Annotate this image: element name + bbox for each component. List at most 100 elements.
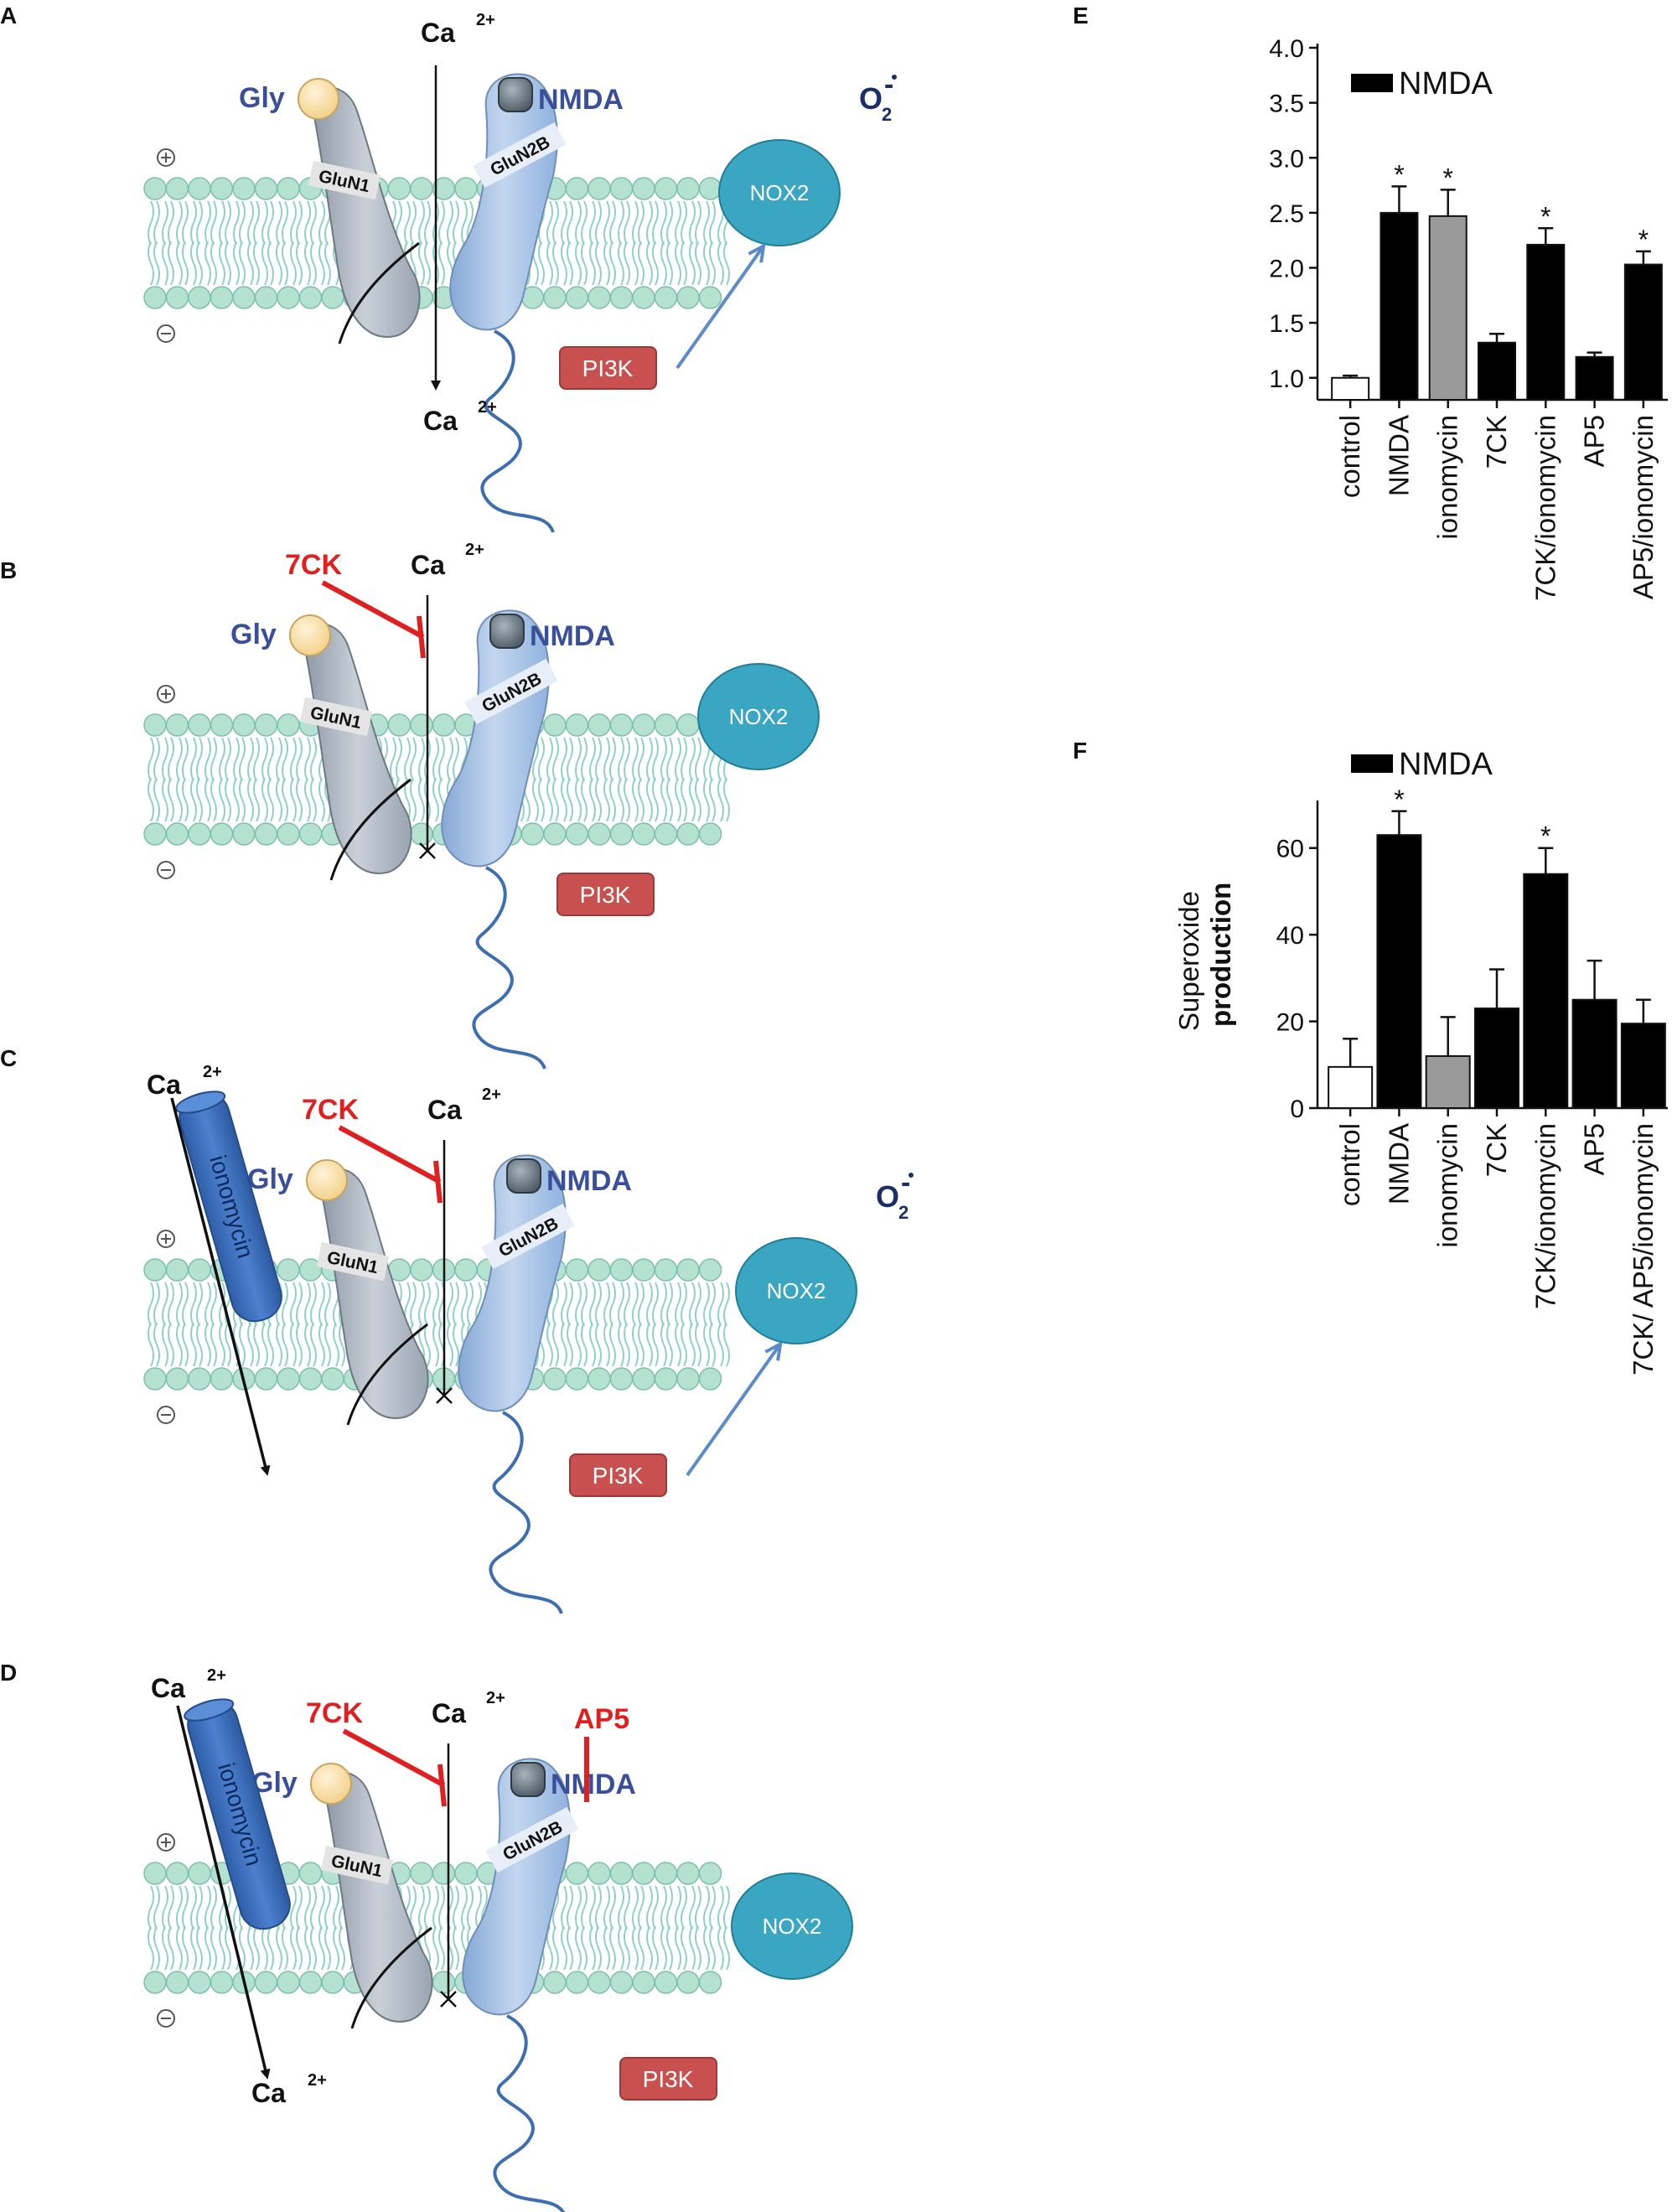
- y-tick-label: 60: [1276, 836, 1304, 863]
- legend-swatch: [1351, 74, 1393, 92]
- y-tick-label: 20: [1276, 1009, 1304, 1037]
- pi3k-label: PI3K: [593, 1463, 644, 1489]
- significance-star: *: [1442, 163, 1452, 193]
- 7ck-inhibition-bar: [433, 1160, 443, 1204]
- category-label: control: [1334, 415, 1365, 498]
- pi3k-label: PI3K: [582, 355, 634, 381]
- panel-label-F: F: [1073, 738, 1087, 764]
- glun1-subunit: GluN1: [299, 623, 412, 881]
- category-label: AP5: [1579, 415, 1610, 467]
- 7ck-inhibition-line: [321, 580, 425, 640]
- nox2-enzyme: [731, 1873, 853, 1980]
- 7ck-inhibition-line: [342, 1728, 446, 1788]
- y-tick-label: 2.0: [1269, 256, 1304, 283]
- bar: [1478, 341, 1516, 401]
- glun2b-tail: [480, 329, 555, 533]
- category-label: ionomycin: [1432, 415, 1463, 540]
- svg-text:2+: 2+: [476, 11, 495, 29]
- pi3k-box: [619, 2057, 717, 2101]
- category-label: control: [1334, 1123, 1365, 1206]
- svg-text:2+: 2+: [465, 541, 484, 559]
- bar: [1474, 1008, 1519, 1109]
- channel-closed-mark: [436, 1387, 453, 1404]
- 7ck-inhibition-line: [338, 1125, 442, 1184]
- panel-label-B: B: [0, 557, 17, 583]
- nmda-ball: [506, 1158, 541, 1194]
- glun2b-subunit: GluN2B: [449, 73, 567, 331]
- category-label: AP5/ionomycin: [1628, 415, 1659, 599]
- significance-star: *: [1394, 159, 1404, 189]
- bar: [1523, 873, 1569, 1109]
- pi3k-box: [569, 1453, 667, 1497]
- superoxide-label: O: [859, 81, 883, 116]
- significance-star: *: [1638, 225, 1649, 255]
- panel-e-chart: 1.01.52.02.53.03.54.0control*NMDA*ionomy…: [1269, 35, 1668, 601]
- nmda-label: NMDA: [538, 84, 624, 116]
- bar: [1328, 1065, 1374, 1110]
- glun2b-tail: [472, 866, 546, 1070]
- glun2b-tail: [493, 2014, 566, 2212]
- 7ck-label: 7CK: [285, 549, 342, 581]
- category-label: 7CK/ AP5/ionomycin: [1628, 1123, 1659, 1375]
- svg-text:-: -: [901, 1167, 910, 1199]
- bar: [1623, 263, 1663, 401]
- nmda-ball: [498, 77, 533, 112]
- gly-label: Gly: [247, 1163, 293, 1195]
- bar: [1620, 1023, 1666, 1109]
- gly-label: Gly: [230, 619, 277, 650]
- y-tick-label: 3.5: [1269, 91, 1304, 118]
- bar: [1428, 215, 1468, 401]
- significance-star: *: [1394, 785, 1404, 815]
- nox2-label: NOX2: [763, 1914, 822, 1939]
- category-label: 7CK/ionomycin: [1530, 1123, 1561, 1309]
- panel-label-D: D: [0, 1660, 17, 1686]
- svg-text:-: -: [884, 69, 893, 101]
- glun1-subunit: GluN1: [316, 1168, 429, 1426]
- svg-text:2: 2: [882, 104, 892, 125]
- nox2-enzyme: [718, 139, 841, 246]
- superoxide-label: O: [876, 1179, 899, 1214]
- glun2b-tail: [489, 1411, 563, 1614]
- ionomycin-ca-label: Ca: [147, 1070, 181, 1100]
- ap5-label: AP5: [574, 1703, 629, 1735]
- category-label: ionomycin: [1432, 1123, 1463, 1248]
- ionomycin-channel: ionomycin: [184, 1698, 291, 1930]
- nmda-ball: [489, 614, 525, 649]
- glycine-ball: [289, 614, 331, 656]
- nmda-label: NMDA: [530, 620, 615, 652]
- significance-star: *: [1540, 201, 1550, 231]
- 7ck-label: 7CK: [302, 1094, 359, 1126]
- activation-arrow: [676, 247, 763, 370]
- y-tick-label: 1.5: [1269, 310, 1304, 338]
- category-label: 7CK: [1481, 1123, 1512, 1177]
- category-label: 7CK: [1481, 415, 1512, 469]
- svg-text:2+: 2+: [478, 398, 497, 417]
- ca-label-top: Ca: [421, 18, 455, 48]
- nmda-label: NMDA: [546, 1165, 632, 1197]
- svg-text:2+: 2+: [203, 1063, 222, 1081]
- bar: [1380, 211, 1419, 401]
- channel-closed-mark: [419, 842, 436, 859]
- ylabel-line1: Superoxide: [1173, 891, 1204, 1031]
- ionomycin-ca-label-bottom: Ca: [251, 2078, 286, 2108]
- svg-text:2+: 2+: [207, 1666, 226, 1685]
- ca-label-top: Ca: [432, 1698, 466, 1728]
- y-tick-label: 2.5: [1269, 200, 1304, 228]
- y-tick-label: 1.0: [1269, 365, 1304, 393]
- glun2b-subunit: GluN2B: [441, 609, 558, 868]
- chart-panels: E1.01.52.02.53.03.54.0control*NMDA*ionom…: [1073, 3, 1668, 1375]
- glun1-subunit: GluN1: [320, 1771, 433, 2029]
- ionomycin-calcium-arrow: [176, 1705, 271, 2080]
- glycine-ball: [306, 1159, 348, 1201]
- 7ck-inhibition-bar: [417, 615, 426, 659]
- category-label: AP5: [1579, 1123, 1610, 1175]
- category-label: NMDA: [1383, 1123, 1414, 1204]
- panel-label-C: C: [0, 1045, 17, 1071]
- significance-star: *: [1540, 821, 1550, 852]
- y-tick-label: 4.0: [1269, 35, 1304, 63]
